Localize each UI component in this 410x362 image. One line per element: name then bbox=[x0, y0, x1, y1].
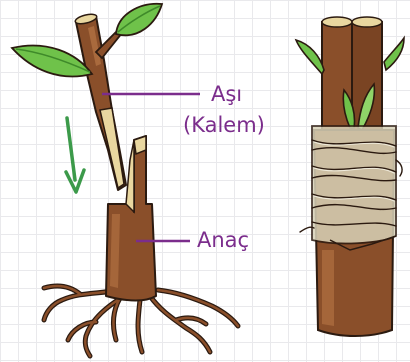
scion-leaf-left bbox=[12, 46, 92, 77]
grafted-leaf-left bbox=[296, 40, 324, 74]
grafted-scion-right-cut bbox=[352, 17, 382, 27]
down-arrow bbox=[66, 118, 84, 192]
rootstock-label: Anaç bbox=[197, 228, 249, 252]
grafted-trunk bbox=[296, 17, 404, 336]
grafted-scion-right bbox=[352, 22, 382, 140]
grafting-wrap bbox=[300, 126, 402, 250]
rootstock-split-top bbox=[134, 136, 146, 154]
scion-label: Aşı bbox=[211, 82, 242, 106]
scion-sub-label: (Kalem) bbox=[183, 113, 265, 137]
scion-cutting bbox=[12, 4, 200, 190]
rootstock-cleft bbox=[126, 140, 134, 212]
scion-leaf-right bbox=[116, 4, 162, 35]
grafted-trunk-highlight bbox=[322, 250, 334, 326]
scion-cut-face bbox=[100, 108, 124, 188]
grafted-scion-left-cut bbox=[322, 17, 352, 27]
grafted-leaf-right bbox=[384, 38, 404, 70]
